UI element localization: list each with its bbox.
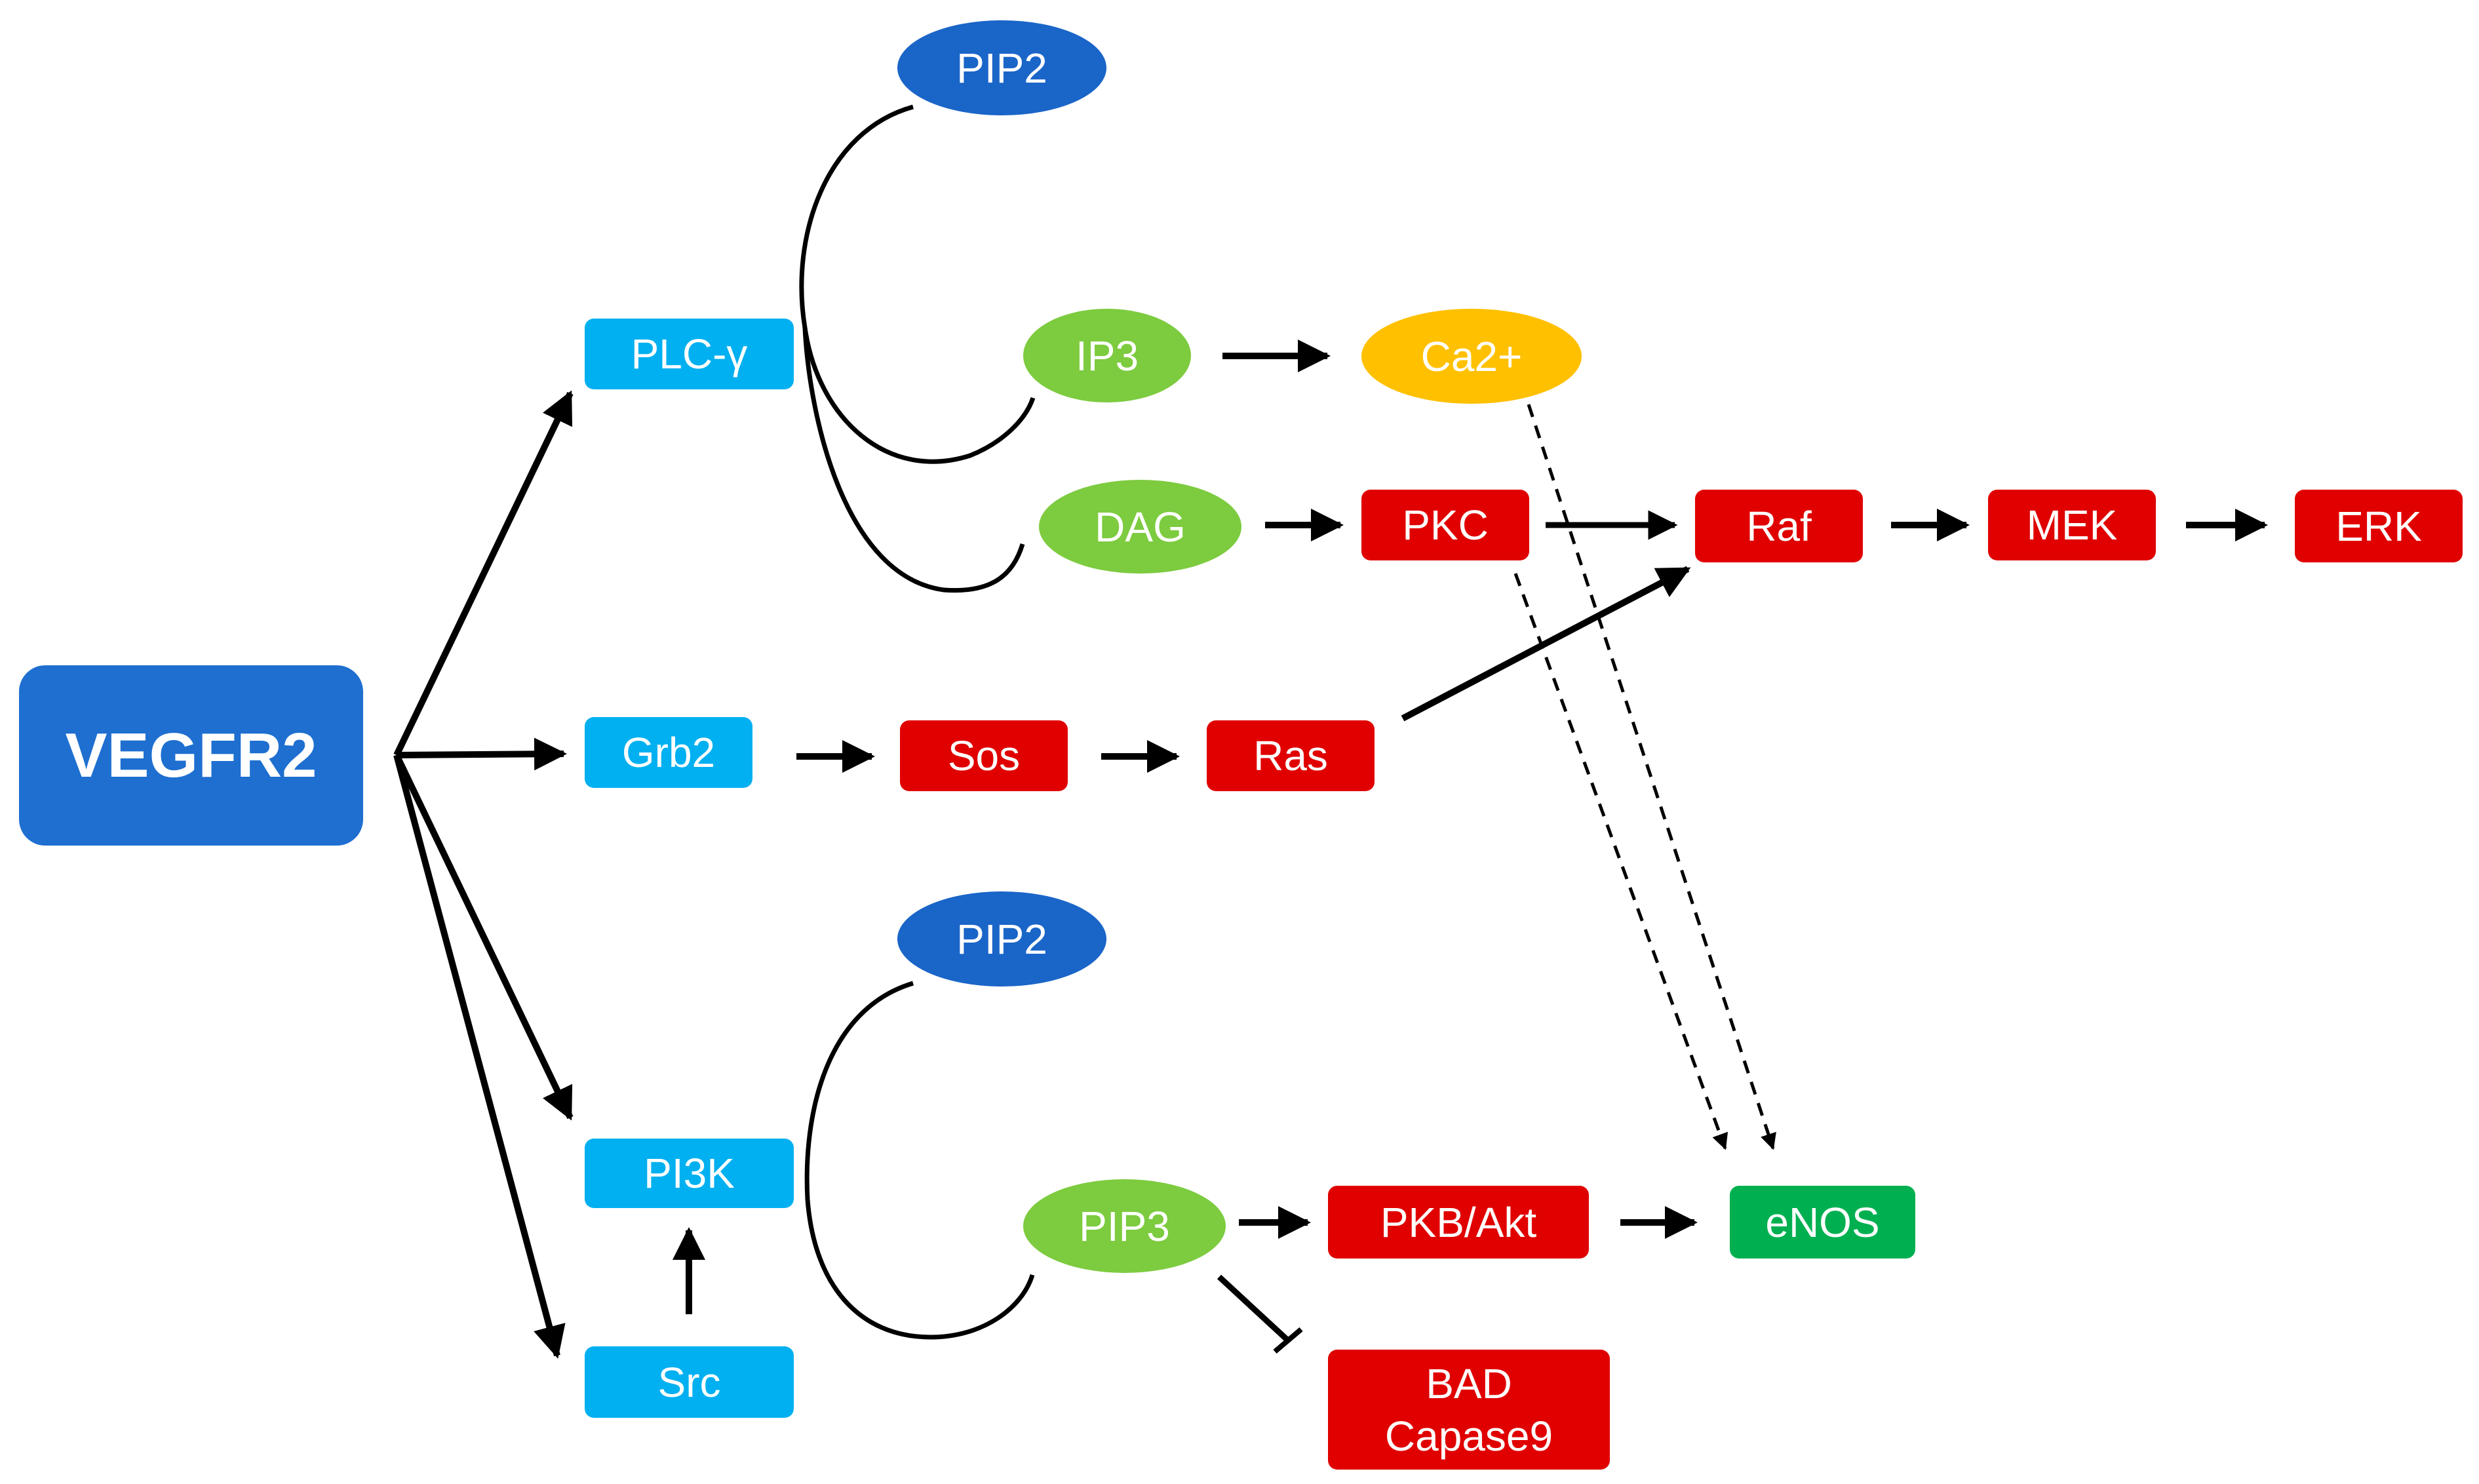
pip2-bottom-node: PIP2 (897, 891, 1106, 986)
arrow-vegfr2-src (393, 754, 566, 1359)
calcium-node: Ca2+ (1361, 309, 1582, 404)
inhibit-pip3-bad (1217, 1274, 1291, 1343)
curve-pip2-pip3 (804, 981, 1035, 1340)
ip3-node: IP3 (1023, 309, 1191, 402)
src-node: Src (585, 1346, 794, 1418)
pkb-akt-node: PKB/Akt (1328, 1186, 1589, 1259)
bad-capase9-node: BAD Capase9 (1328, 1350, 1610, 1470)
raf-node: Raf (1695, 490, 1863, 562)
plc-gamma-node: PLC-γ (585, 319, 794, 389)
inhibit-bar-bad (1273, 1327, 1303, 1354)
curve-plc-dag (802, 327, 1025, 593)
dashed-pkc-enos (1513, 573, 1728, 1150)
dashed-ca-enos (1527, 404, 1776, 1150)
grb2-node: Grb2 (585, 717, 752, 788)
curve-pip2-ip3 (799, 104, 1036, 464)
ras-node: Ras (1207, 720, 1375, 791)
vegfr2-node: VEGFR2 (19, 665, 363, 846)
pi3k-node: PI3K (585, 1139, 794, 1208)
dag-node: DAG (1039, 480, 1241, 574)
erk-node: ERK (2295, 490, 2463, 562)
pkc-node: PKC (1361, 490, 1529, 560)
arrow-ras-raf (1401, 566, 1691, 722)
arrow-vegfr2-pi3k (393, 753, 574, 1121)
pip3-node: PIP3 (1023, 1179, 1226, 1273)
pip2-top-node: PIP2 (897, 20, 1106, 115)
enos-node: eNOS (1730, 1186, 1915, 1259)
arrow-vegfr2-plc (393, 390, 574, 757)
mek-node: MEK (1988, 490, 2156, 560)
arrow-vegfr2-grb2 (396, 737, 567, 771)
sos-node: Sos (900, 720, 1068, 791)
